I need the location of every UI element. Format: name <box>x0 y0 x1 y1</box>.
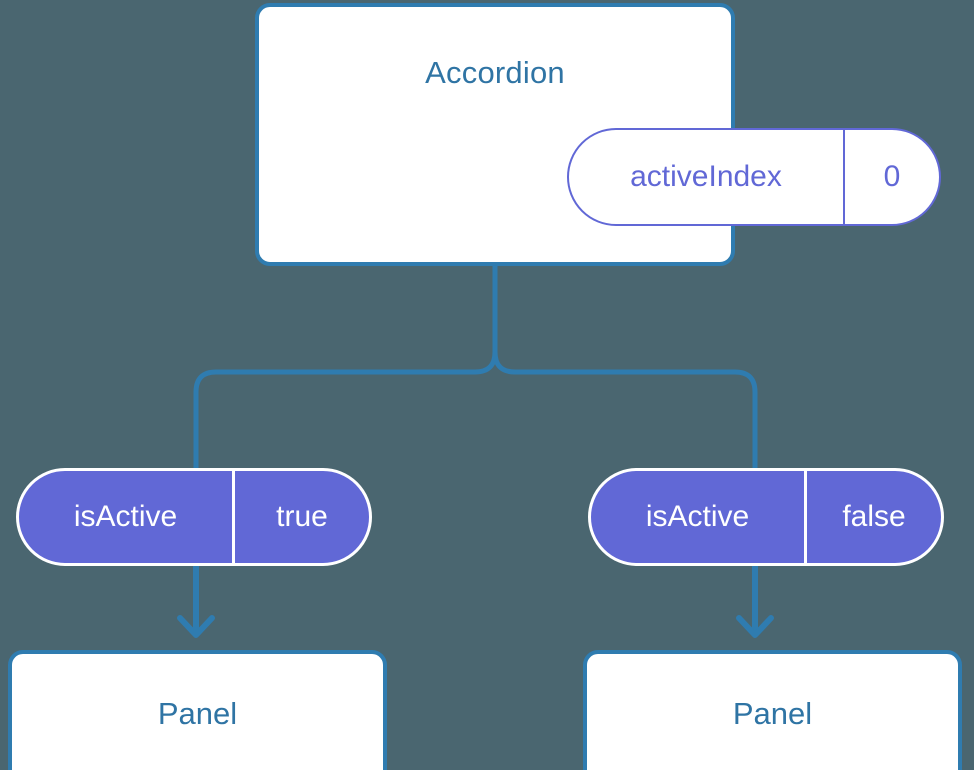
state-pill-active-index[interactable]: activeIndex 0 <box>567 128 941 226</box>
component-node-accordion[interactable]: Accordion activeIndex 0 <box>255 3 941 266</box>
component-node-panel-left[interactable]: Panel <box>8 650 387 770</box>
prop-pill-is-active-true-value: true <box>276 500 328 533</box>
component-node-accordion-label: Accordion <box>425 55 565 90</box>
state-pill-active-index-key: activeIndex <box>569 130 845 224</box>
prop-pill-is-active-true[interactable]: isActive true <box>16 468 372 566</box>
state-pill-active-index-value: 0 <box>883 160 901 193</box>
arrow-down-icon-right <box>736 563 774 638</box>
component-node-panel-left-label: Panel <box>157 696 238 731</box>
arrow-down-icon-left <box>177 563 215 638</box>
tree-branch-connector <box>193 263 758 471</box>
component-node-panel-right[interactable]: Panel <box>583 650 962 770</box>
prop-pill-is-active-false-value: false <box>842 500 906 533</box>
component-node-panel-right-label: Panel <box>732 696 813 731</box>
prop-pill-is-active-false-key: isActive <box>591 471 807 563</box>
prop-pill-is-active-true-key: isActive <box>19 471 235 563</box>
prop-pill-is-active-false[interactable]: isActive false <box>588 468 944 566</box>
